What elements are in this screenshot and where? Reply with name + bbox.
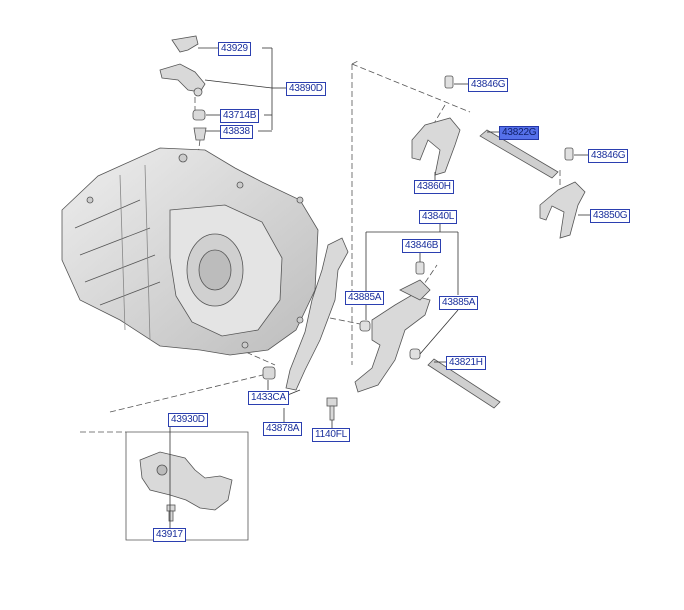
part-label-43890D[interactable]: 43890D [286,82,326,96]
rod-43822G [479,129,559,179]
part-label-43840L[interactable]: 43840L [419,210,458,224]
part-label-43860H[interactable]: 43860H [414,180,454,194]
bushing-43885A-right [409,348,421,360]
part-label-43846B[interactable]: 43846B [402,239,442,253]
part-label-43846G-right[interactable]: 43846G [588,149,629,163]
part-label-1433CA[interactable]: 1433CA [248,391,289,405]
part-label-43878A[interactable]: 43878A [263,422,303,436]
part-label-43917[interactable]: 43917 [153,528,186,542]
pin-43846G-right [564,147,574,161]
pin-43846G-top [444,75,454,89]
fork-43850G [539,181,586,239]
part-label-43822G-highlighted[interactable]: 43822G [499,126,540,140]
transmission-case [61,147,319,356]
rod-43821H [427,358,501,409]
part-label-43930D[interactable]: 43930D [168,413,208,427]
seal-43714B [192,109,206,121]
part-label-1140FL[interactable]: 1140FL [312,428,350,442]
part-label-43821H[interactable]: 43821H [446,356,486,370]
lever-assy-43930D-box [125,431,249,541]
leader-lines [169,47,590,528]
plug-43838 [193,127,207,141]
bushing-1433CA [262,366,276,380]
bracket-43890D [159,63,206,97]
bushing-43885A-left [359,320,371,332]
clip-43929 [171,35,199,53]
part-label-43846G-top[interactable]: 43846G [468,78,509,92]
bolt-1140FL [326,397,338,421]
part-label-43838[interactable]: 43838 [220,125,253,139]
part-label-43885A-right[interactable]: 43885A [439,296,479,310]
bolt-43917 [166,504,176,522]
fork-43860H [411,117,461,176]
pin-43846B [415,261,425,275]
part-label-43850G[interactable]: 43850G [590,209,631,223]
part-label-43714B[interactable]: 43714B [220,109,260,123]
part-label-43885A-left[interactable]: 43885A [345,291,385,305]
lever-assy-43930D [139,451,233,511]
part-label-43929[interactable]: 43929 [218,42,251,56]
fork-43840L [354,279,431,393]
rail-bracket-43878A [285,237,349,391]
